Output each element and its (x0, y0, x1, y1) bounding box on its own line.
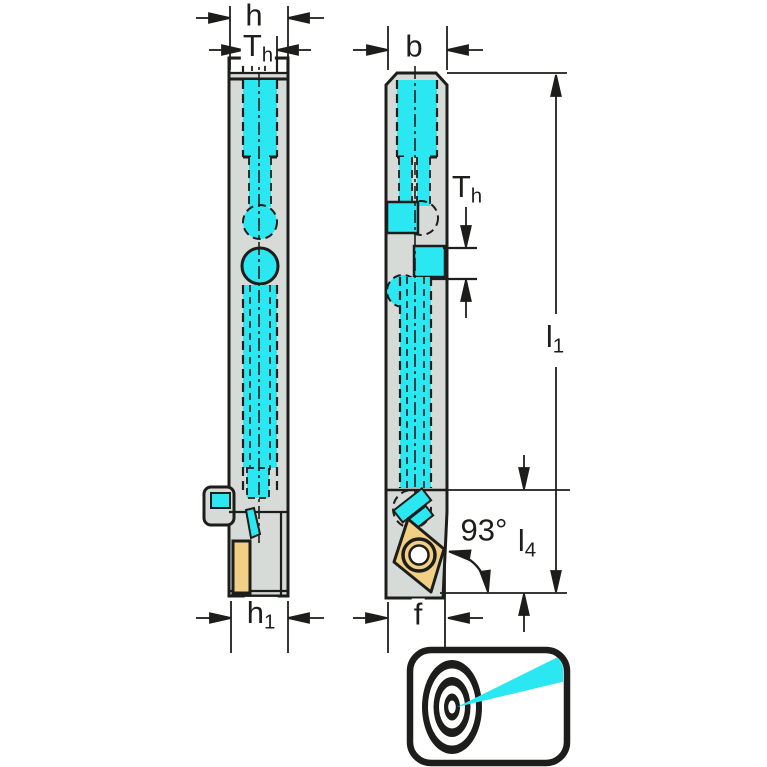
dim-label-f: f (411, 596, 425, 632)
insert-side-view (231, 539, 252, 595)
target-rings (422, 660, 482, 754)
dim-label-th-right: Th (449, 168, 485, 208)
coolant-jet-icon (457, 654, 563, 707)
precision-target-icon (406, 646, 571, 767)
dimensions-front (353, 26, 570, 653)
dim-label-l4: l4 (515, 522, 539, 562)
dim-label-l1: l1 (543, 318, 567, 358)
dim-label-h: h (243, 0, 265, 33)
side-view (202, 50, 290, 598)
dim-label-b: b (403, 28, 425, 64)
clamp-screw-side (210, 492, 231, 509)
dim-label-angle: 93° (458, 512, 510, 548)
clamp-screw-front (392, 486, 433, 524)
clamp-pin (244, 506, 262, 540)
dim-label-h1: h1 (244, 594, 278, 634)
coolant-channel-side (240, 80, 280, 499)
front-view (384, 66, 449, 600)
dimensions-side (196, 6, 324, 653)
coolant-inlet-lower (412, 244, 447, 279)
coolant-inlet-upper (385, 200, 420, 235)
dim-label-th-left: Th (240, 27, 276, 67)
